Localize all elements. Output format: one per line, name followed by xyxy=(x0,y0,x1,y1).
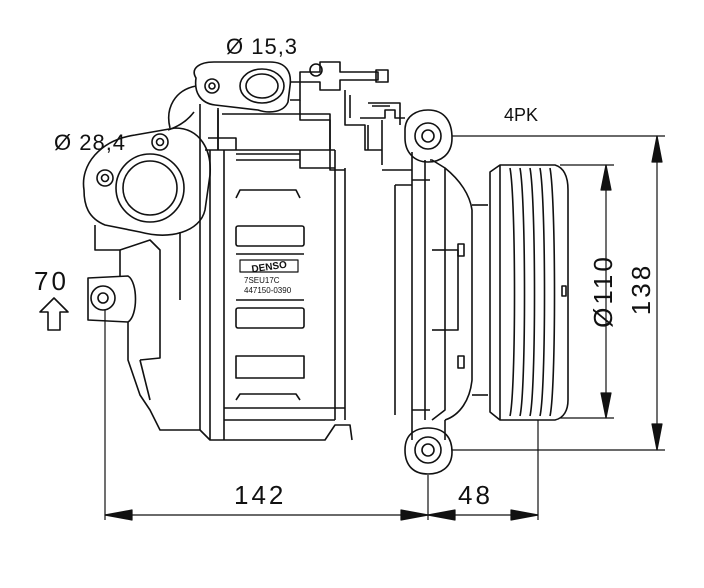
rear-housing xyxy=(82,85,353,441)
connector-cluster xyxy=(299,61,405,171)
main-body xyxy=(205,110,346,440)
pulley-length-label: 48 xyxy=(458,480,493,510)
port-large-diameter-label: Ø 28,4 xyxy=(54,130,127,155)
nameplate-part-number: 447150-0390 xyxy=(244,286,292,295)
body-length-label: 142 xyxy=(234,480,287,510)
top-port xyxy=(193,61,301,150)
nameplate-model: 7SEU17C xyxy=(244,276,280,285)
mount-offset-label: 70 xyxy=(34,266,69,296)
belt-profile-label: 4PK xyxy=(504,105,539,125)
pulley-diameter-label: Ø110 xyxy=(588,254,618,328)
port-small-diameter-label: Ø 15,3 xyxy=(226,34,299,59)
nameplate-brand: DENSO xyxy=(251,260,288,276)
front-bottom-lug xyxy=(404,420,453,475)
dimension-lines xyxy=(39,135,665,521)
pulley xyxy=(489,164,569,421)
nameplate: DENSO 7SEU17C 447150-0390 xyxy=(239,259,299,295)
overall-height-label: 138 xyxy=(626,262,656,316)
front-top-lug xyxy=(404,109,453,163)
front-head xyxy=(367,120,488,421)
